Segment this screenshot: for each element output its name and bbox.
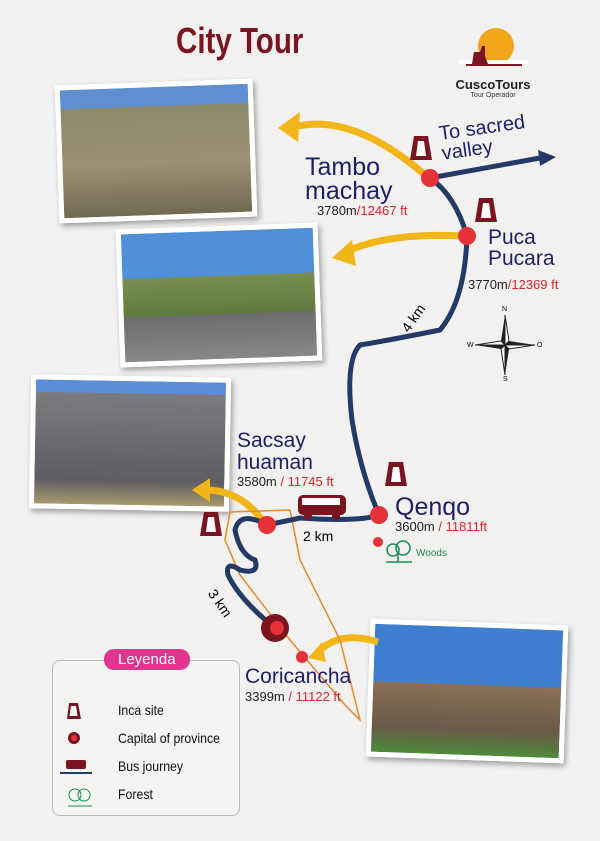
place-qenqo: Qenqo 3600m / 11811ft (395, 493, 488, 535)
legend (52, 660, 240, 816)
logo-sun-icon (458, 28, 528, 66)
bus-icon (298, 495, 346, 520)
legend-forest: Forest (66, 786, 153, 811)
city-outline (224, 509, 362, 723)
site-dots (258, 169, 476, 663)
page-title: City Tour (176, 20, 304, 61)
legend-inca-site: Inca site (66, 702, 164, 723)
capital-icon (68, 732, 80, 744)
woods-label: Woods (416, 548, 447, 559)
legend-bus: Bus journey (60, 758, 183, 779)
legend-title: Leyenda (104, 649, 190, 670)
forest-icon (68, 788, 92, 807)
compass-icon (474, 314, 536, 376)
sacred-valley-arrow (427, 155, 543, 181)
inca-site-icon (67, 703, 81, 719)
bus-journey-icon (60, 760, 92, 774)
place-coricancha: Coricancha 3399m / 11122 ft (245, 665, 352, 704)
legend-capital: Capital of province (66, 730, 220, 749)
logo: CuscoTours Tour Operador (448, 24, 538, 104)
forest-icon (386, 540, 412, 563)
distance-2km: 2 km (303, 528, 334, 544)
